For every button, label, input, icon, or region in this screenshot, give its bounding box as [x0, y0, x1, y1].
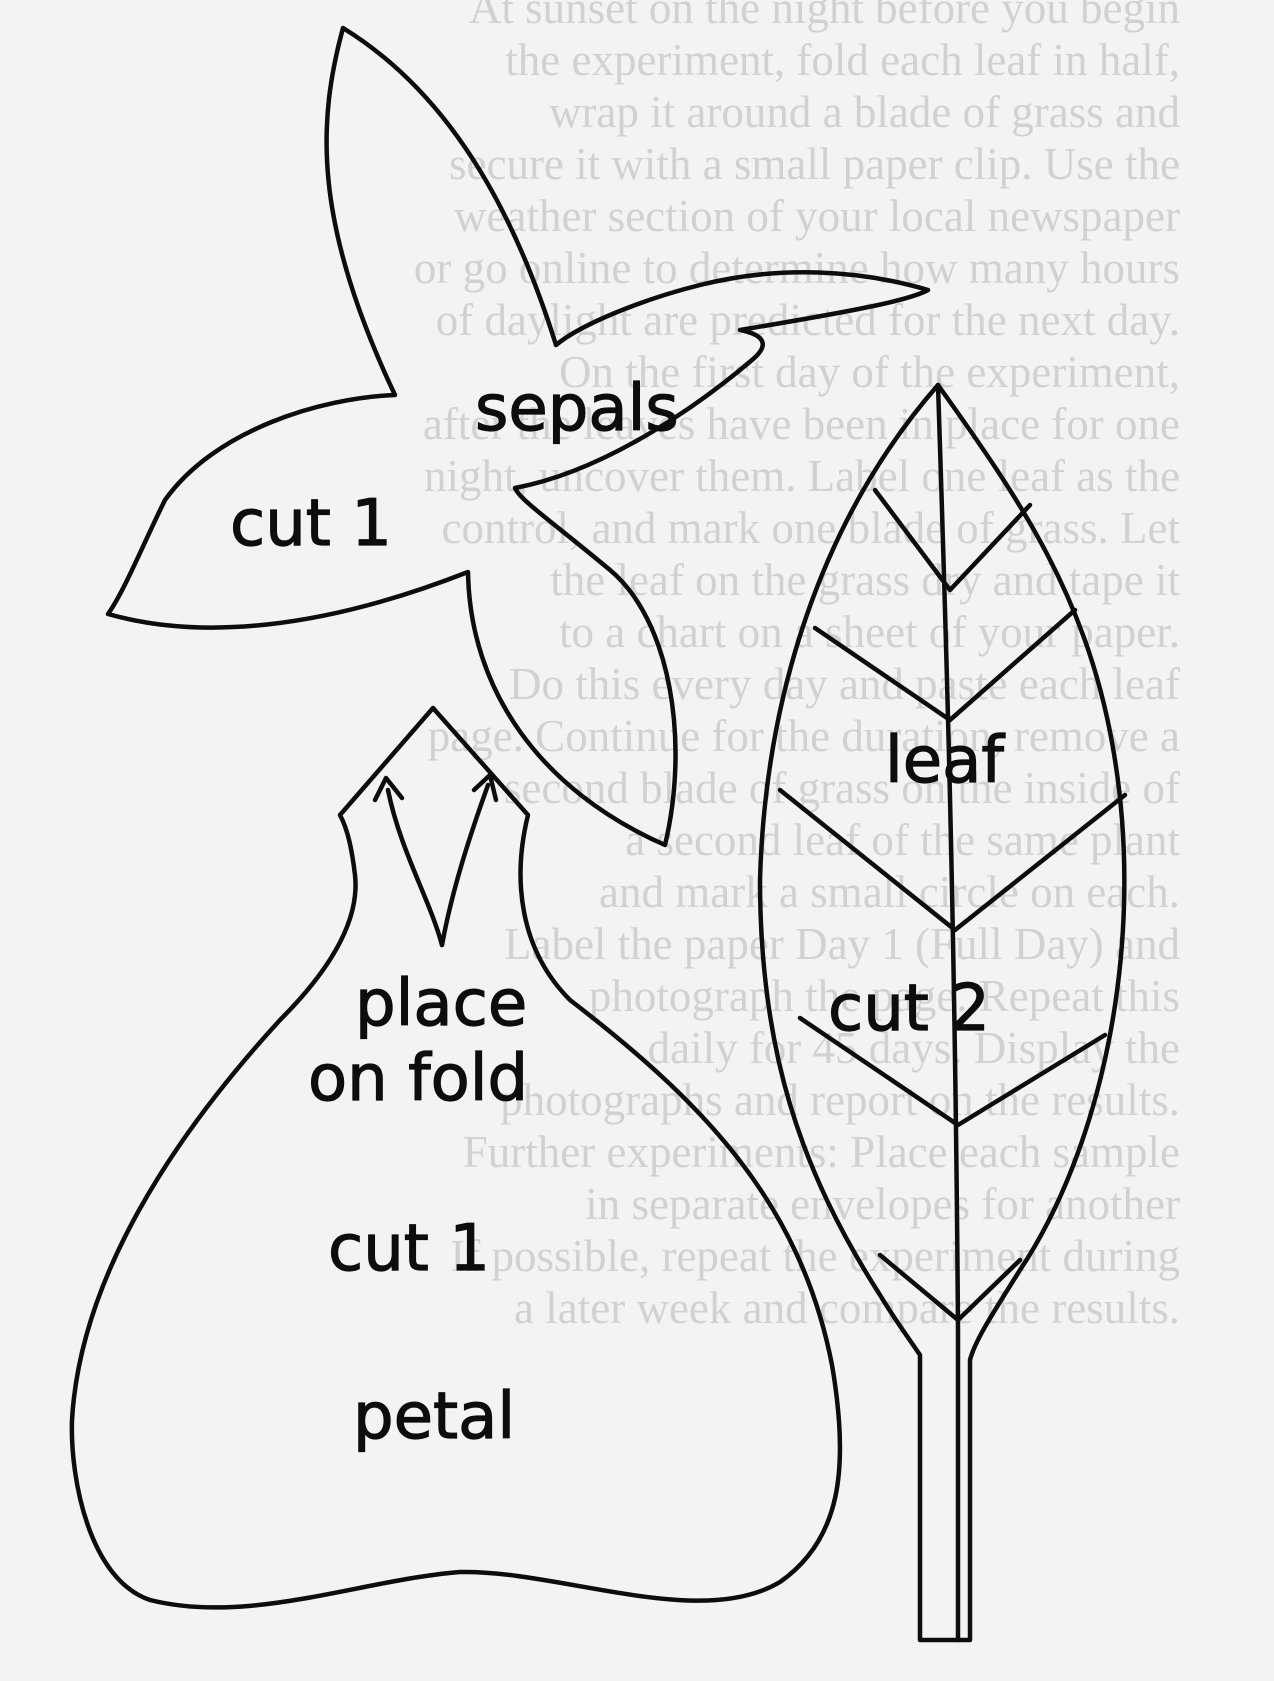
sepals-name-label: sepals [475, 372, 679, 446]
petal-fold-label-line2: on fold [308, 1042, 528, 1116]
leaf-count-label: cut 2 [828, 972, 990, 1046]
fold-arrows-icon [375, 775, 496, 945]
sepals-piece: sepals cut 1 [108, 28, 928, 845]
leaf-name-label: leaf [885, 724, 1005, 798]
petal-outline [72, 708, 840, 1607]
petal-name-label: petal [353, 1380, 515, 1454]
leaf-piece: leaf cut 2 [760, 385, 1125, 1640]
petal-fold-label-line1: place [355, 967, 527, 1041]
petal-count-label: cut 1 [328, 1212, 490, 1286]
sepals-count-label: cut 1 [230, 487, 392, 561]
petal-piece: place on fold cut 1 petal [72, 708, 840, 1607]
